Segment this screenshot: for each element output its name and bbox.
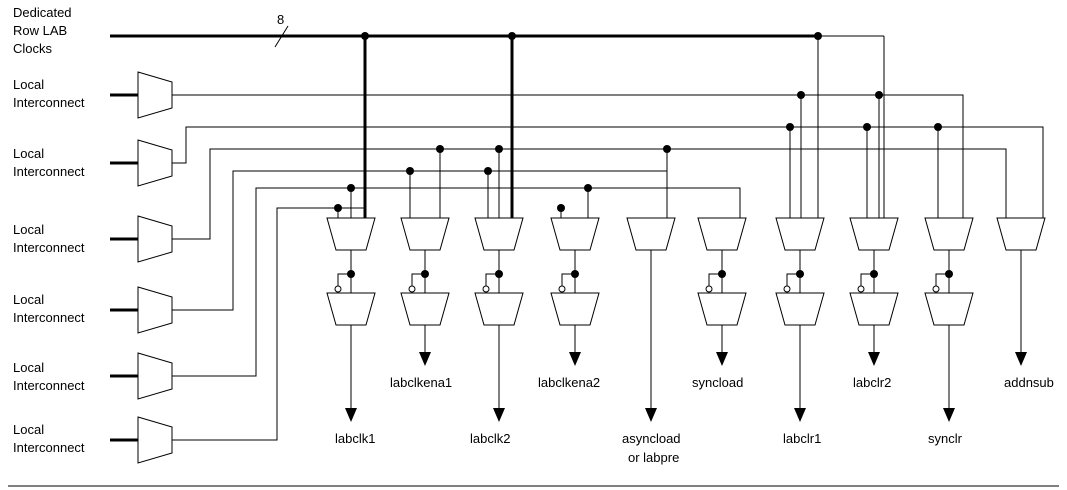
mux2-labclkena1 xyxy=(400,292,450,326)
arrow-labclkena1 xyxy=(419,352,431,366)
mux-synclr xyxy=(924,217,974,251)
input-label-1: Local Interconnect xyxy=(13,77,85,110)
mux-labclr1 xyxy=(775,217,825,251)
mux-labclk2 xyxy=(474,217,524,251)
local-interconnect-wires xyxy=(172,91,1044,441)
mux2-labclr1 xyxy=(775,292,825,326)
mux-asyncload xyxy=(626,217,676,251)
output-label-labclkena2: labclkena2 xyxy=(538,375,600,390)
arrow-syncload xyxy=(716,352,728,366)
output-label-asyncload: asyncload or labpre xyxy=(622,431,684,465)
output-label-syncload: syncload xyxy=(692,375,743,390)
bus-width-label: 8 xyxy=(277,12,284,27)
input-mux-1 xyxy=(137,71,173,119)
arrow-labclk1 xyxy=(345,408,357,422)
arrow-labclr1 xyxy=(794,408,806,422)
output-label-synclr: synclr xyxy=(928,431,963,446)
input-mux-4 xyxy=(137,286,173,334)
input-label-3: Local Interconnect xyxy=(13,222,85,255)
arrow-labclkena2 xyxy=(569,352,581,366)
mux-addnsub xyxy=(996,217,1046,251)
first-stage-muxes xyxy=(326,217,1046,251)
mux2-synclr xyxy=(924,292,974,326)
mux2-labclk2 xyxy=(474,292,524,326)
mux2-labclkena2 xyxy=(550,292,600,326)
arrow-labclr2 xyxy=(868,352,880,366)
input-label-4: Local Interconnect xyxy=(13,292,85,325)
mux-labclkena1 xyxy=(400,217,450,251)
arrow-synclr xyxy=(943,408,955,422)
input-muxes xyxy=(110,71,173,464)
inversion-stages xyxy=(326,250,974,326)
arrow-labclk2 xyxy=(493,408,505,422)
bus-width-slash xyxy=(274,25,289,48)
mux-labclr2 xyxy=(849,217,899,251)
mux-labclk1 xyxy=(326,217,376,251)
mux-labclkena2 xyxy=(550,217,600,251)
labels: Dedicated Row LAB Clocks 8 Local Interco… xyxy=(13,5,1054,465)
input-label-6: Local Interconnect xyxy=(13,422,85,455)
arrow-addnsub xyxy=(1015,352,1027,366)
mux-syncload xyxy=(697,217,747,251)
mux-input-taps xyxy=(337,95,939,218)
output-label-labclr2: labclr2 xyxy=(853,375,891,390)
mux2-syncload xyxy=(697,292,747,326)
clock-source-label: Dedicated Row LAB Clocks xyxy=(13,5,75,56)
output-label-labclk2: labclk2 xyxy=(470,431,510,446)
input-mux-2 xyxy=(137,139,173,187)
output-label-addnsub: addnsub xyxy=(1004,375,1054,390)
mux2-labclr2 xyxy=(849,292,899,326)
arrow-asyncload xyxy=(645,408,657,422)
output-arrows xyxy=(345,250,1027,422)
input-mux-3 xyxy=(137,215,173,263)
input-label-5: Local Interconnect xyxy=(13,360,85,393)
input-label-2: Local Interconnect xyxy=(13,146,85,179)
input-mux-5 xyxy=(137,352,173,400)
dedicated-clock-bus xyxy=(110,25,885,230)
output-label-labclk1: labclk1 xyxy=(335,431,375,446)
output-label-labclkena1: labclkena1 xyxy=(390,375,452,390)
input-mux-6 xyxy=(137,416,173,464)
output-label-labclr1: labclr1 xyxy=(783,431,821,446)
mux2-labclk1 xyxy=(326,292,376,326)
